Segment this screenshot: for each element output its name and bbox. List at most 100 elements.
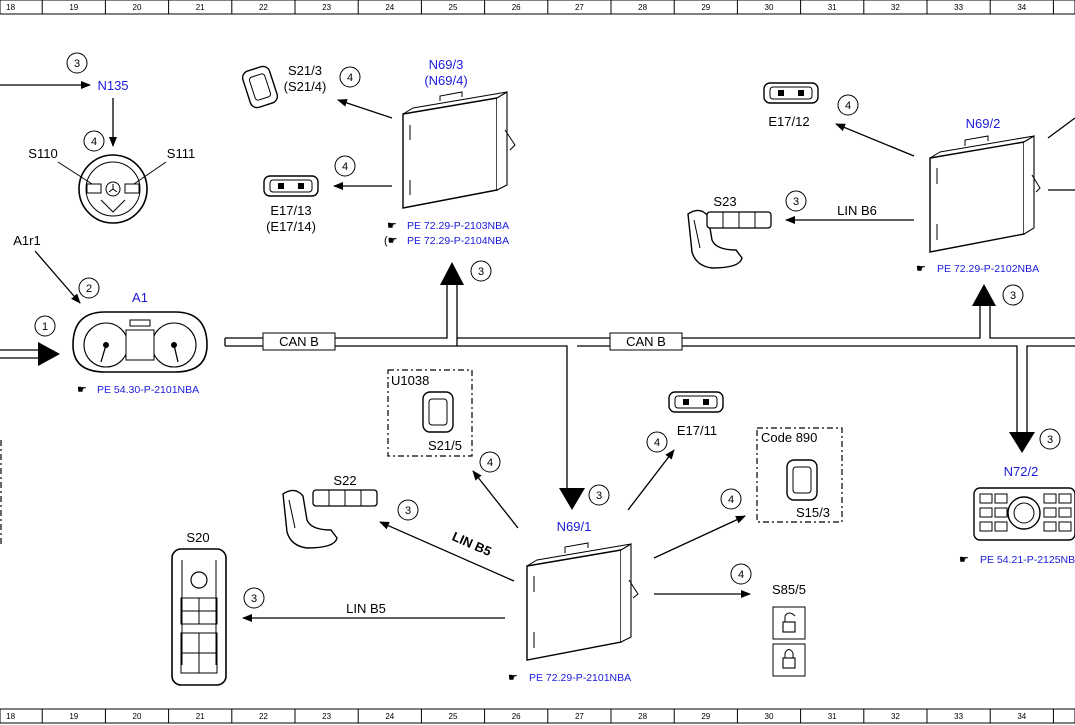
control-module-icon [402,91,516,209]
marker-4: 4 [646,431,668,453]
seat-switch-icon [282,489,378,549]
ruler-cell-label: 18 [6,712,15,721]
ruler-cell-label: 25 [449,3,458,12]
svg-text:1: 1 [42,321,48,333]
ruler-cell-label: 22 [259,3,268,12]
marker-2: 2 [78,277,100,299]
svg-text:3: 3 [74,58,80,70]
n69-2-ref[interactable]: PE 72.29-P-2102NBA [937,263,1039,275]
svg-text:4: 4 [91,136,97,148]
e17-11-label: E17/11 [677,423,717,438]
e17-14-label: (E17/14) [266,219,316,234]
svg-text:3: 3 [405,505,411,517]
ruler-cell-label: 25 [449,712,458,721]
window-switch-icon [241,65,279,109]
can-b-label-left: CAN B [279,334,319,349]
lin-b5-diag-label: LIN B5 [450,529,494,559]
control-module-icon [929,135,1041,253]
s20-label: S20 [186,530,209,545]
svg-text:4: 4 [347,72,353,84]
n69-2-group: N69/2 LIN B6 PE 72.29-P-2102NBA ☛ [785,116,1075,275]
s21-3-group: S21/3 (S21/4) [241,63,327,109]
svg-text:3: 3 [1047,434,1053,446]
s85-5-label: S85/5 [772,582,806,597]
marker-4: 4 [837,94,859,116]
s111-label: S111 [167,146,195,161]
code890-label: Code 890 [761,430,817,445]
a1-group: A1r1 A1 PE 54.30-P-2101NBA ☛ [13,233,208,396]
steering-wheel-icon [78,154,148,224]
e17-13-group: E17/13 (E17/14) [263,175,319,234]
svg-text:3: 3 [596,490,602,502]
n69-3-ref2[interactable]: PE 72.29-P-2104NBA [407,235,509,247]
marker-4: 4 [730,563,752,585]
s21-3-label: S21/3 [288,63,322,78]
a1-ref[interactable]: PE 54.30-P-2101NBA [97,384,199,396]
marker-3: 3 [397,499,419,521]
control-panel-icon [973,487,1075,541]
marker-1: 1 [34,315,56,337]
ref-pointer-icon: ☛ [959,554,969,566]
lin-b5-label: LIN B5 [346,601,386,616]
svg-text:4: 4 [845,100,851,112]
door-light-icon [763,82,819,104]
window-switch-icon [422,391,454,433]
n69-3-ref1[interactable]: PE 72.29-P-2103NBA [407,220,509,232]
a1r1-label: A1r1 [13,233,40,248]
ruler-cell-label: 27 [575,712,584,721]
n69-4-label: (N69/4) [424,73,467,88]
ruler-cell-label: 19 [69,3,78,12]
n69-1-ref[interactable]: PE 72.29-P-2101NBA [529,672,631,684]
ruler-cell-label: 24 [385,712,394,721]
ruler-cell-label: 26 [512,3,521,12]
s21-4-label: (S21/4) [284,79,327,94]
can-b-bus: CAN B CAN B [224,262,1075,510]
svg-text:4: 4 [487,457,493,469]
ruler-cell-label: 34 [1017,712,1026,721]
control-module-icon [526,542,639,661]
ruler-cell-label: 28 [638,3,647,12]
n69-1-label: N69/1 [557,519,592,534]
ref-pointer-icon: (☛ [384,235,398,247]
svg-text:4: 4 [654,437,660,449]
s22-group: S22 [282,473,378,549]
code890-group: Code 890 S15/3 [756,427,843,523]
ruler-cell-label: 34 [1017,3,1026,12]
ruler-cell-label: 33 [954,3,963,12]
svg-text:4: 4 [342,161,348,173]
n135-label: N135 [97,78,128,93]
ruler-cell-label: 30 [765,712,774,721]
svg-text:4: 4 [728,494,734,506]
ruler-cell-label: 23 [322,712,331,721]
e17-13-label: E17/13 [270,203,311,218]
ruler-cell-label: 21 [196,712,205,721]
input-arrow [0,342,60,366]
s23-group: S23 [687,194,772,269]
seat-switch-icon [687,209,772,269]
svg-text:3: 3 [793,196,799,208]
window-switch-panel-icon [171,548,227,686]
u1038-label: U1038 [391,373,429,388]
e17-11-group: E17/11 [668,391,724,438]
ref-pointer-icon: ☛ [508,672,518,684]
marker-3: 3 [1002,284,1024,306]
s21-5-label: S21/5 [428,438,462,453]
ruler-cell-label: 19 [69,712,78,721]
s15-3-label: S15/3 [796,505,830,520]
svg-text:3: 3 [478,266,484,278]
n72-2-group: N72/2 PE 54.21-P-2125NBA ☛ [959,464,1075,566]
n69-3-group: N69/3 (N69/4) PE 72.29-P-2103NBA PE 72.2… [333,57,516,247]
svg-text:3: 3 [251,593,257,605]
ruler-cell-label: 27 [575,3,584,12]
ruler-cell-label: 30 [765,3,774,12]
ruler-cell-label: 20 [133,3,142,12]
n72-2-ref[interactable]: PE 54.21-P-2125NBA [980,554,1075,566]
marker-3: 3 [588,484,610,506]
ruler-cell-label: 33 [954,712,963,721]
ruler-cell-label: 20 [133,712,142,721]
u1038-group: U1038 S21/5 [387,369,473,457]
svg-text:3: 3 [1010,290,1016,302]
marker-3: 3 [785,190,807,212]
n69-2-label: N69/2 [966,116,1001,131]
